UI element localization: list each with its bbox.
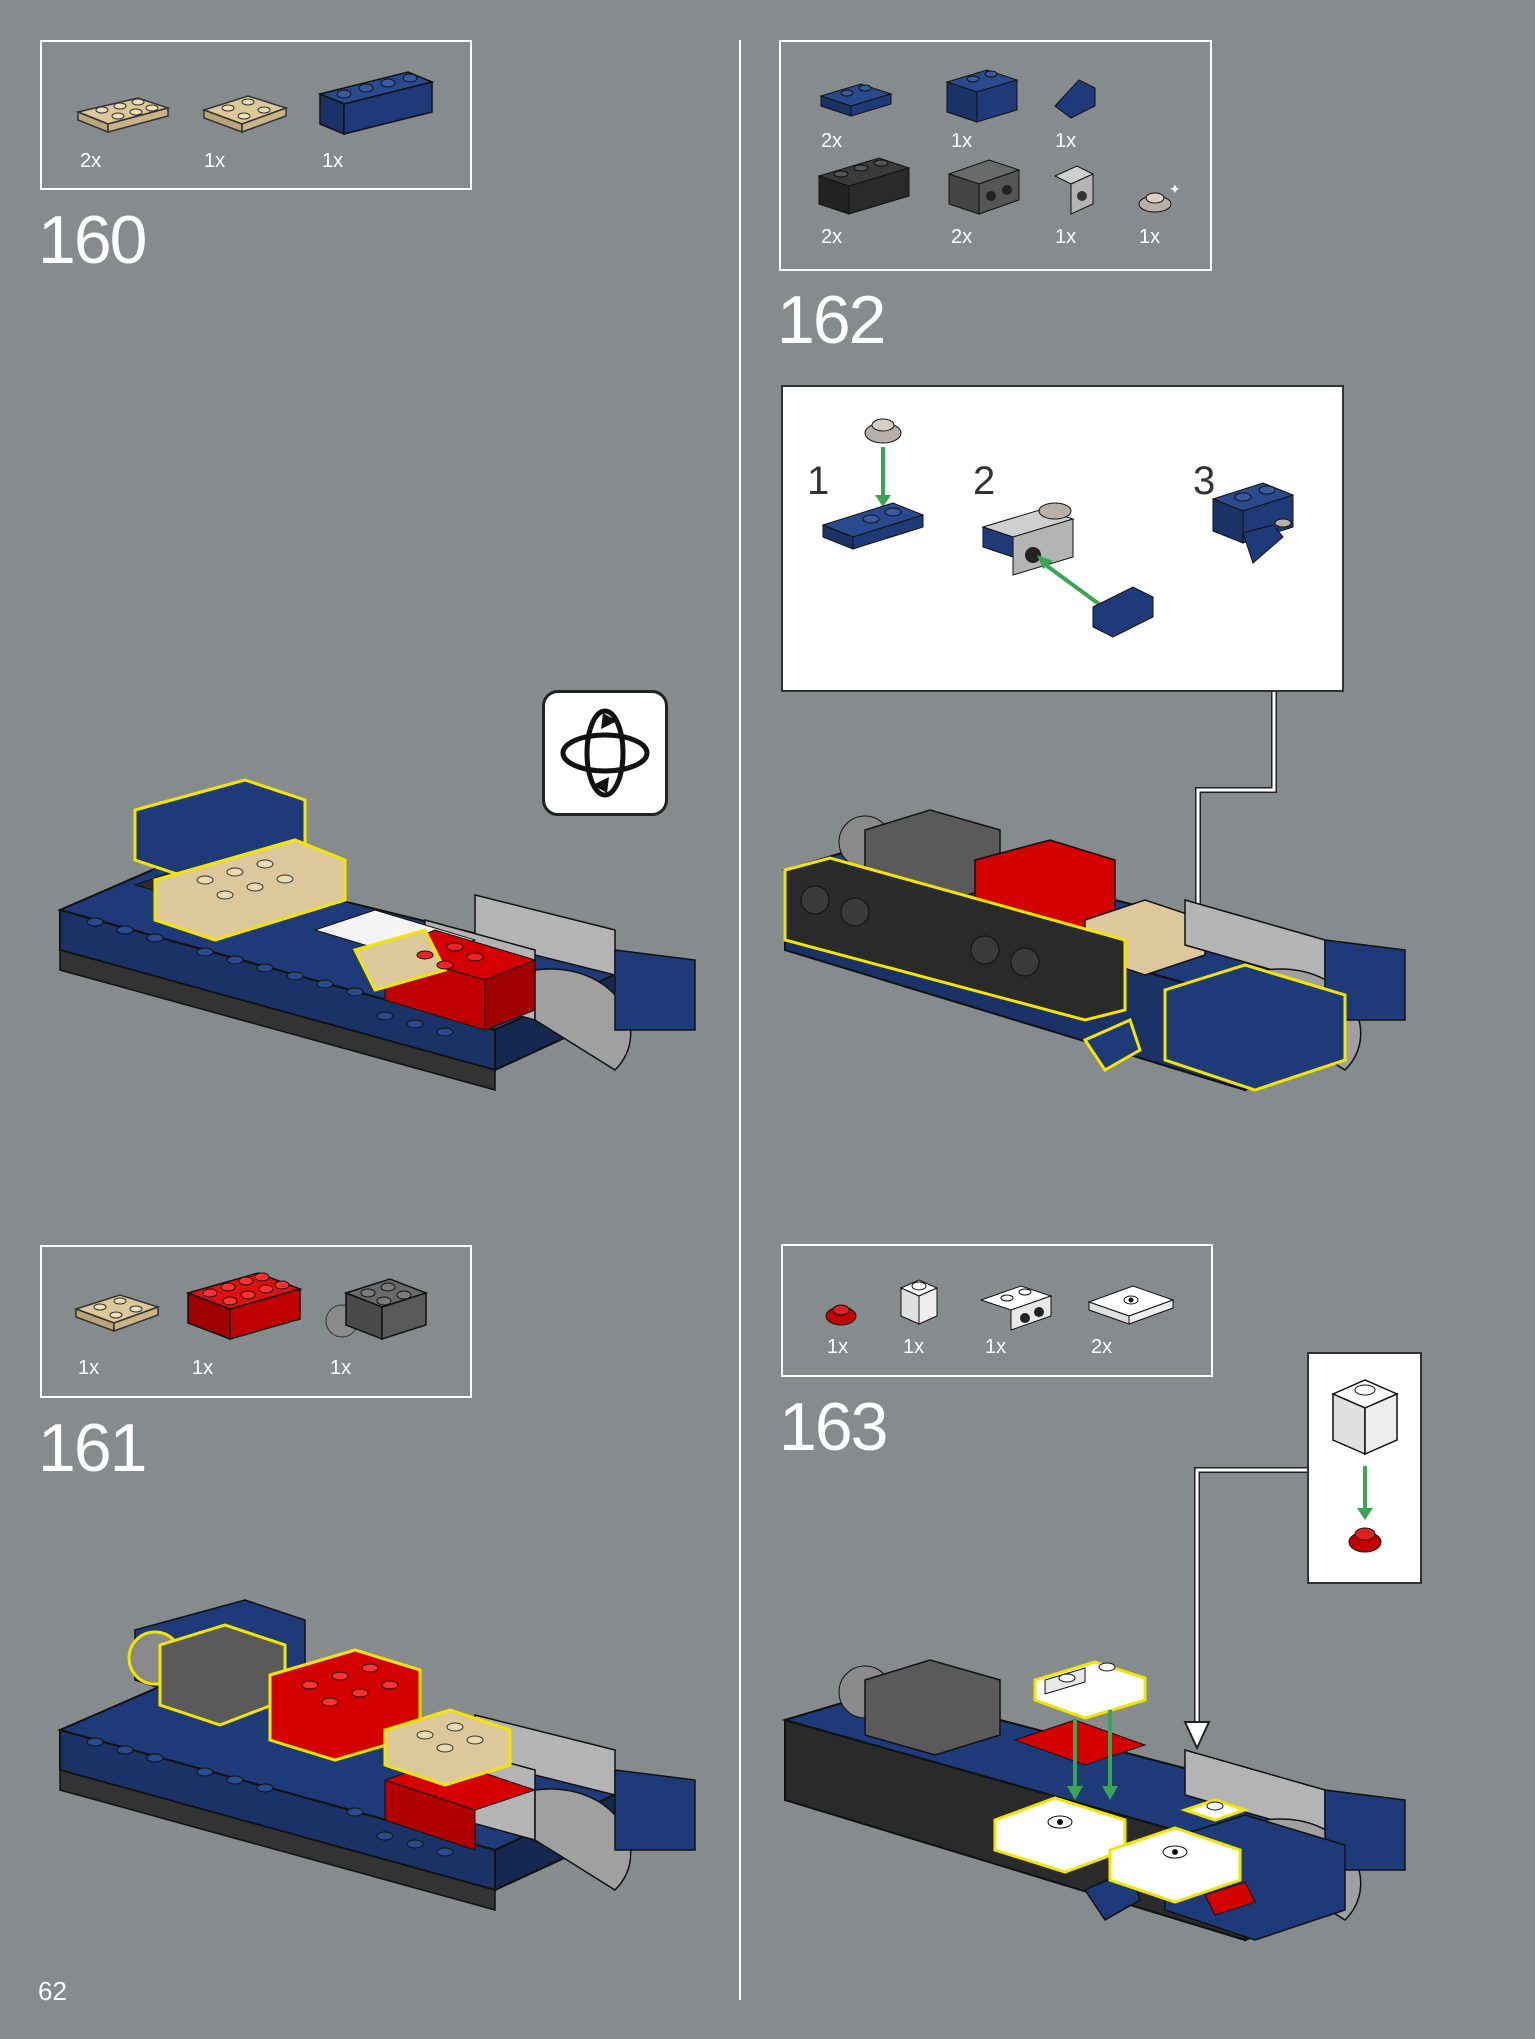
qty-label: 2x [821, 226, 843, 248]
red-brick-2x4-icon [185, 1272, 303, 1341]
qty-label: 1x [204, 150, 226, 172]
parts-list-163: 1x 1x 1x 2x [781, 1244, 1213, 1377]
svg-text:✦: ✦ [1169, 182, 1181, 198]
qty-label: 1x [827, 1336, 849, 1358]
qty-label: 1x [951, 130, 973, 152]
qty-label: 2x [951, 226, 973, 248]
substep-2-illustration [981, 502, 1154, 638]
qty-label: 2x [1091, 1336, 1113, 1358]
dark-blue-plate-1x2-icon [819, 83, 893, 117]
parts-list-162: 2x 1x 1x 2x 2x 1x ✦ 1x [779, 40, 1212, 271]
qty-label: 1x [903, 1336, 925, 1358]
substep-callout-162: 1 2 3 [781, 385, 1344, 692]
qty-label: 1x [330, 1357, 352, 1379]
model-assembly-160 [57, 778, 696, 1091]
step-number-163: 163 [779, 1389, 888, 1465]
rotate-model-icon [542, 690, 668, 816]
parts-list-161: 1x 1x 1x [40, 1245, 472, 1398]
white-brick-1x1-icon [899, 1279, 939, 1325]
white-bracket-1x2-icon [979, 1285, 1053, 1331]
callout-pointer-arrow [1183, 1467, 1307, 1751]
dark-blue-slope-icon [1054, 79, 1096, 119]
step-number-162: 162 [777, 282, 886, 358]
qty-label: 1x [78, 1357, 100, 1379]
dark-blue-brick-1x2-icon [945, 69, 1019, 123]
substep-number-1: 1 [807, 459, 830, 503]
model-assembly-163 [781, 1659, 1406, 1942]
white-brick-onto-red-plate-illustration [1331, 1379, 1399, 1553]
tan-plate-2x2-icon [73, 1294, 161, 1333]
dark-gray-technic-brick-1x2-icon [947, 159, 1021, 215]
substep-callout-163 [1307, 1352, 1422, 1584]
red-round-plate-icon [825, 1304, 857, 1326]
qty-label: 1x [1055, 130, 1077, 152]
qty-label: 2x [821, 130, 843, 152]
model-assembly-162 [781, 809, 1406, 1092]
parts-list-160: 2x 1x 1x [40, 40, 472, 190]
qty-label: 1x [985, 1336, 1007, 1358]
step-number-160: 160 [38, 202, 147, 278]
qty-label: 1x [1055, 226, 1077, 248]
page-number: 62 [38, 1976, 67, 2006]
tan-plate-2x3-icon [75, 97, 171, 134]
page-divider [739, 40, 741, 2000]
qty-label: 1x [1139, 226, 1161, 248]
qty-label: 1x [192, 1357, 214, 1379]
qty-label: 1x [322, 150, 344, 172]
light-gray-bracket-icon [1053, 165, 1095, 215]
white-tile-2x2-with-stud-icon [1087, 1285, 1175, 1325]
substep-number-3: 3 [1193, 459, 1216, 503]
qty-label: 2x [80, 150, 102, 172]
substep-1-illustration [821, 418, 925, 550]
substep-3-illustration [1211, 482, 1295, 564]
dark-blue-brick-1x4-icon [317, 71, 435, 136]
tan-plate-2x2-icon [201, 95, 289, 134]
substep-number-2: 2 [973, 459, 996, 503]
model-assembly-161 [57, 1599, 696, 1911]
pearl-gray-round-plate-icon: ✦ [1138, 182, 1181, 213]
step-number-161: 161 [38, 1410, 147, 1486]
black-technic-brick-1x2-icon [817, 157, 911, 215]
dark-gray-brick-with-ball-icon [325, 1278, 429, 1341]
